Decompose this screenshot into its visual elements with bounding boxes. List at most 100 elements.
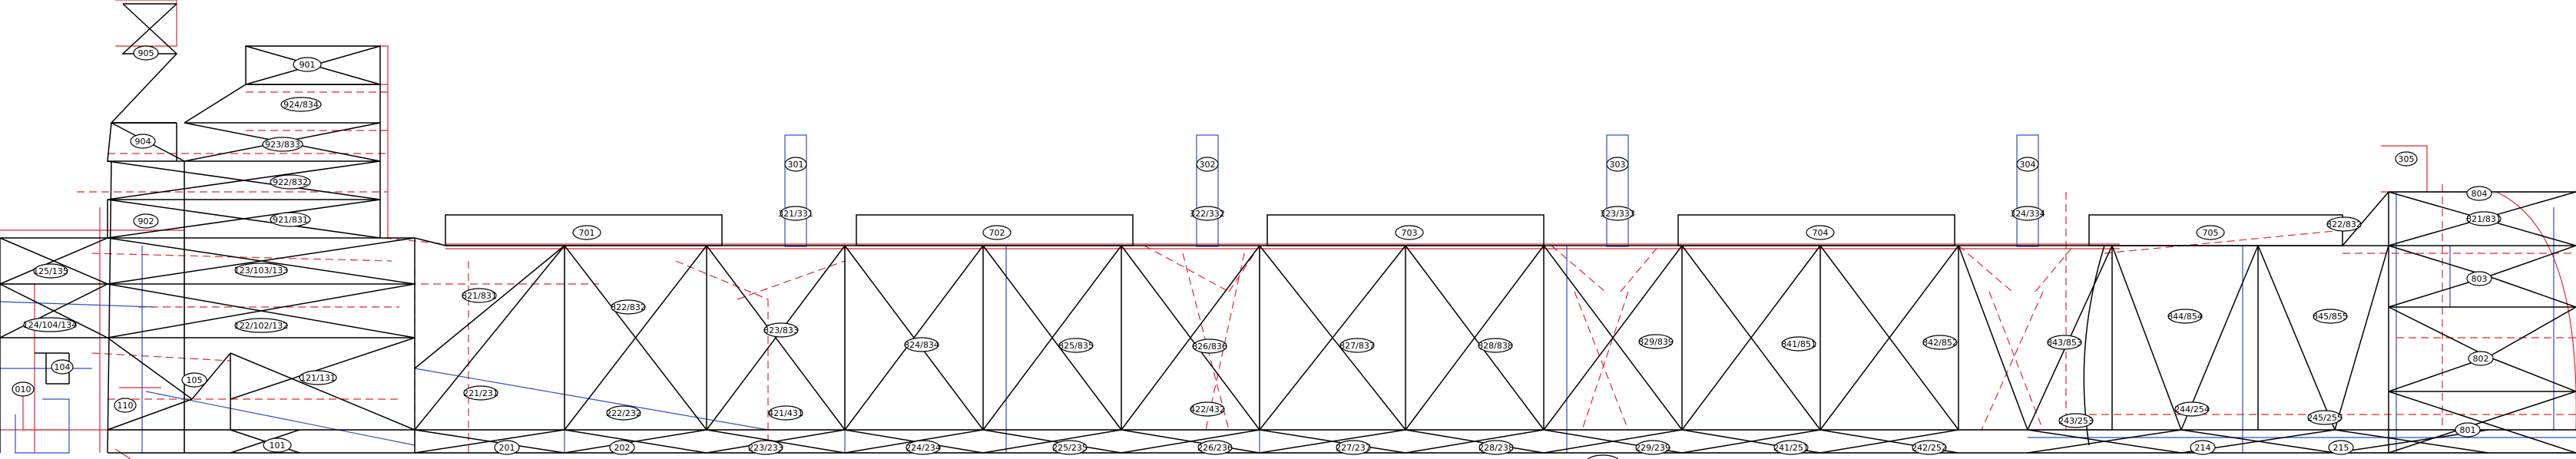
label-text: 201	[499, 443, 515, 453]
member-label: 904	[130, 134, 156, 149]
label-text: 227/237	[1336, 443, 1371, 453]
label-text: 123/103/133	[234, 266, 288, 276]
label-ellipse	[2466, 271, 2492, 286]
member-label: 229/239	[1635, 440, 1670, 455]
label-text: 921/831	[273, 215, 308, 225]
label-text: 302	[1200, 160, 1216, 170]
member-label: 243/253	[2058, 413, 2094, 428]
member-label: 828/838	[1478, 338, 1513, 353]
label-ellipse	[2455, 422, 2481, 438]
label-ellipse	[784, 157, 807, 172]
label-ellipse	[2167, 309, 2203, 324]
label-ellipse	[2011, 206, 2044, 221]
label-text: 244/254	[2174, 405, 2210, 414]
member-label: 421/431	[768, 405, 803, 421]
label-ellipse	[263, 438, 292, 453]
member-label: 829/839	[1638, 334, 1674, 349]
label-ellipse	[1052, 440, 1088, 455]
label-ellipse	[280, 97, 322, 112]
member-label: 241/251	[1773, 440, 1809, 455]
member-label: 423/433	[1585, 454, 1621, 459]
label-text: 241/251	[1773, 443, 1809, 453]
label-text: 125/135	[33, 266, 68, 276]
member-label: 825/835	[1058, 338, 1094, 353]
label-ellipse	[462, 288, 497, 303]
label-ellipse	[2196, 225, 2225, 240]
label-ellipse	[982, 225, 1012, 240]
label-ellipse	[181, 372, 207, 388]
label-ellipse	[768, 405, 803, 421]
member-label: 822/832	[611, 299, 646, 315]
member-label: 302	[1196, 157, 1219, 172]
member-label: 704	[1806, 225, 1835, 240]
member-label: 105	[181, 372, 207, 388]
label-text: 922/832	[273, 177, 308, 187]
member-label: 821/831	[2466, 211, 2502, 226]
label-ellipse	[234, 318, 288, 333]
label-text: 121/131	[300, 373, 336, 383]
member-label: 824/834	[904, 337, 939, 352]
member-label: 202	[609, 440, 635, 455]
member-label: 224/234	[906, 440, 941, 455]
label-ellipse	[2313, 309, 2348, 324]
label-ellipse	[2016, 157, 2039, 172]
label-text: 421/431	[768, 408, 803, 418]
label-text: 701	[579, 228, 595, 238]
member-label: 901	[293, 57, 322, 72]
label-ellipse	[51, 359, 74, 375]
label-ellipse	[270, 174, 311, 190]
label-text: 826/836	[1192, 342, 1227, 352]
member-label: 010	[12, 381, 35, 397]
label-text: 245/255	[2307, 413, 2343, 423]
label-ellipse	[1058, 338, 1094, 353]
label-text: 223/233	[748, 443, 783, 453]
label-ellipse	[130, 134, 156, 149]
label-text: 301	[788, 160, 804, 170]
label-text: 422/432	[1190, 405, 1225, 414]
member-label: 228/238	[1478, 440, 1514, 455]
label-text: 923/833	[265, 140, 300, 150]
label-text: 124/104/134	[23, 320, 77, 330]
member-label: 921/831	[270, 212, 311, 227]
member-label: 226/236	[1197, 440, 1233, 455]
label-text: 901	[300, 60, 316, 70]
label-ellipse	[1601, 206, 1634, 221]
member-label: 905	[133, 45, 159, 61]
label-ellipse	[906, 440, 941, 455]
label-ellipse	[1339, 338, 1375, 353]
label-ellipse	[606, 405, 641, 421]
label-text: 202	[614, 443, 631, 453]
member-label: 801	[2455, 422, 2481, 438]
label-ellipse	[1773, 440, 1809, 455]
label-ellipse	[2328, 440, 2354, 455]
label-text: 844/854	[2167, 312, 2203, 322]
label-text: 824/834	[904, 340, 939, 350]
label-ellipse	[463, 385, 498, 401]
label-ellipse	[2307, 410, 2343, 425]
label-text: 304	[2020, 160, 2036, 170]
label-text: 323/333	[1600, 209, 1635, 219]
label-ellipse	[1922, 335, 1958, 350]
label-ellipse	[133, 213, 159, 229]
label-text: 801	[2460, 425, 2476, 435]
label-text: 101	[270, 441, 286, 451]
label-ellipse	[609, 440, 635, 455]
label-text: 904	[135, 137, 151, 147]
member-label: 702	[982, 225, 1012, 240]
label-ellipse	[763, 322, 799, 338]
label-ellipse	[1912, 440, 1947, 455]
member-label: 201	[494, 440, 520, 455]
member-label: 844/854	[2167, 309, 2203, 324]
label-text: 924/834	[283, 100, 319, 110]
label-ellipse	[748, 440, 783, 455]
label-text: 226/236	[1197, 443, 1233, 453]
label-text: 122/102/132	[234, 321, 288, 331]
label-text: 823/833	[763, 325, 799, 335]
label-text: 828/838	[1478, 341, 1513, 351]
label-ellipse	[1191, 206, 1223, 221]
label-text: 822/832	[2326, 220, 2362, 230]
label-ellipse	[1196, 157, 1219, 172]
label-text: 423/433	[1585, 457, 1621, 459]
